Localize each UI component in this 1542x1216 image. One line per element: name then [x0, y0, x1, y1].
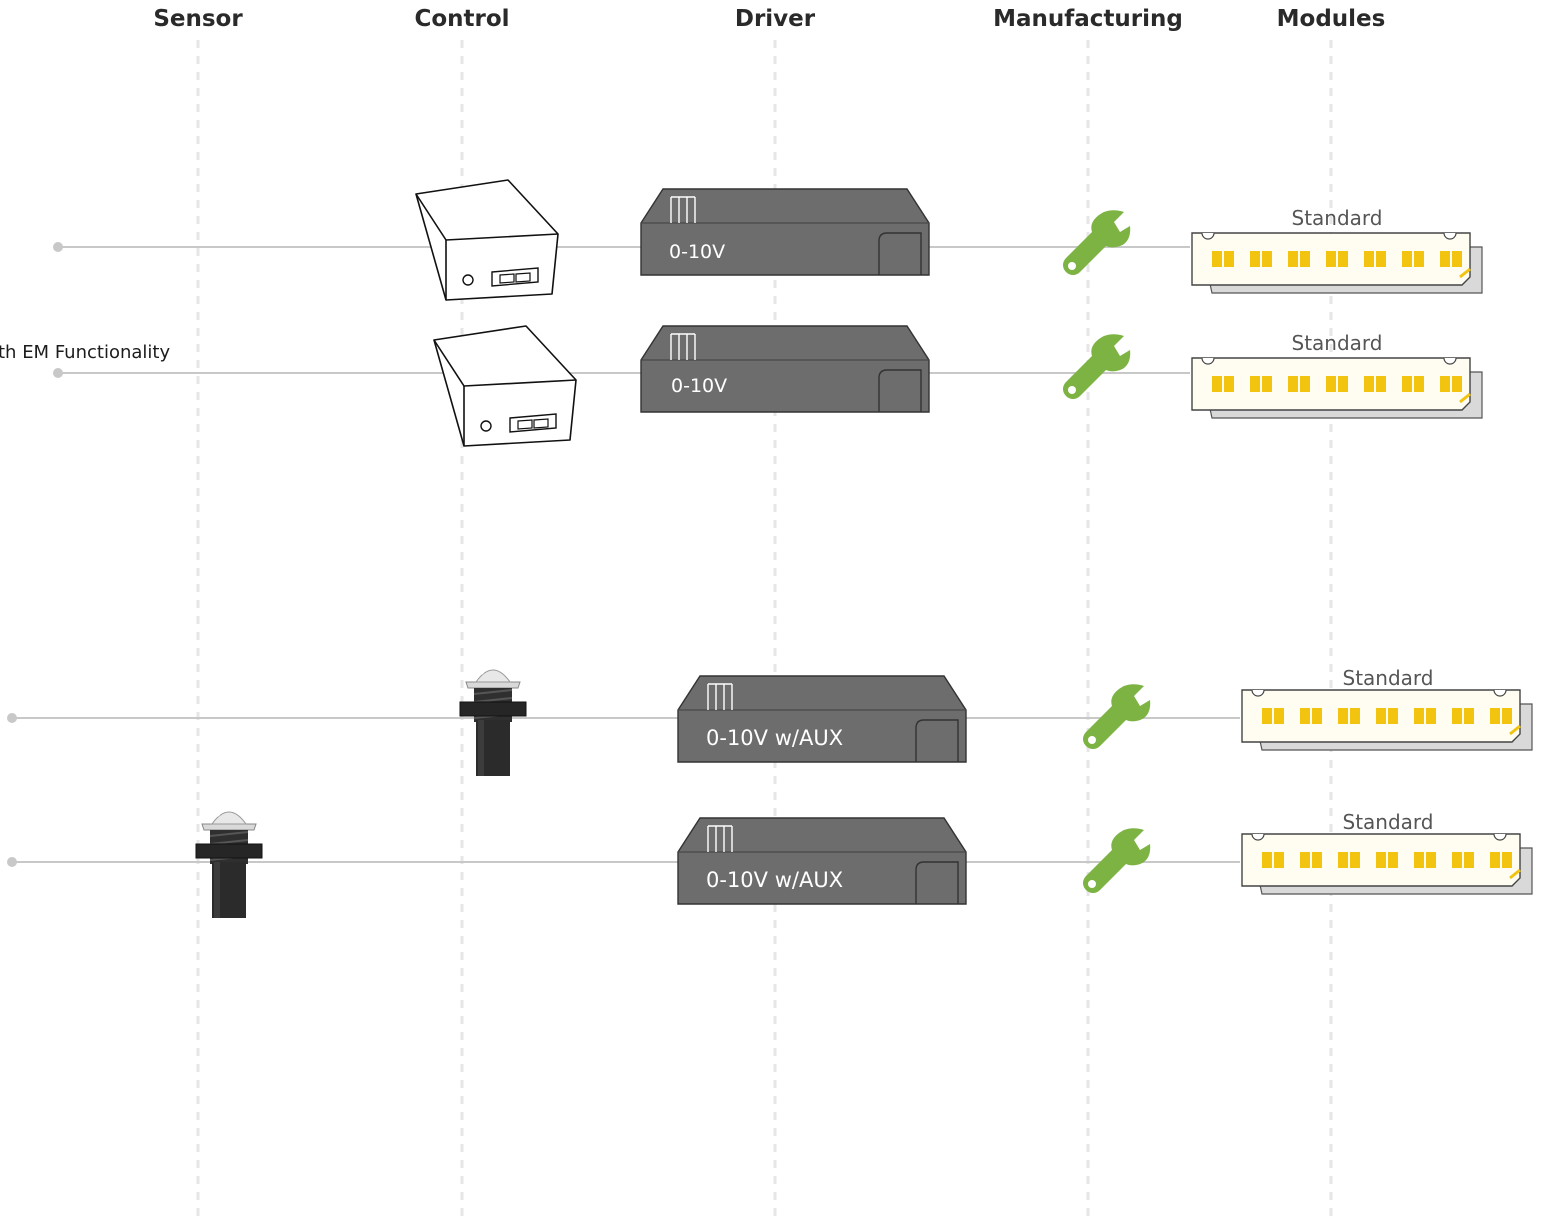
control-box-icon[interactable]: [433, 325, 577, 447]
wire-endpoint-row-1: [53, 242, 63, 252]
modules-column-header: Modules: [1276, 6, 1386, 32]
module-label: Standard: [1342, 666, 1434, 690]
control-box-icon[interactable]: [415, 179, 559, 301]
driver-label: 0-10V w/AUX: [706, 726, 844, 750]
manufacturing-column-header: Manufacturing: [993, 6, 1183, 32]
module-label: Standard: [1342, 810, 1434, 834]
driver-label: 0-10V: [671, 375, 728, 397]
wire-endpoint-row-4: [7, 857, 17, 867]
wrench-icon[interactable]: [1083, 828, 1151, 893]
led-module-icon[interactable]: [1190, 231, 1484, 295]
occupancy-sensor-icon[interactable]: [459, 665, 527, 777]
driver-label: 0-10V w/AUX: [706, 868, 844, 892]
driver-box-icon[interactable]: [640, 325, 930, 413]
wire-endpoint-row-3: [7, 713, 17, 723]
led-module-icon[interactable]: [1190, 356, 1484, 420]
sensor-column-header: Sensor: [153, 6, 243, 32]
module-label: Standard: [1291, 331, 1383, 355]
wire-endpoint-row-2: [53, 368, 63, 378]
wrench-icon[interactable]: [1083, 684, 1151, 749]
control-column-header: Control: [414, 6, 510, 32]
led-module-icon[interactable]: [1240, 688, 1534, 752]
led-module-icon[interactable]: [1240, 832, 1534, 896]
driver-label: 0-10V: [669, 241, 726, 263]
row-label: th EM Functionality: [0, 342, 171, 363]
wrench-icon[interactable]: [1063, 334, 1131, 399]
driver-column-header: Driver: [734, 6, 816, 32]
module-label: Standard: [1291, 206, 1383, 230]
wrench-icon[interactable]: [1063, 210, 1131, 275]
wires: [12, 246, 1240, 863]
